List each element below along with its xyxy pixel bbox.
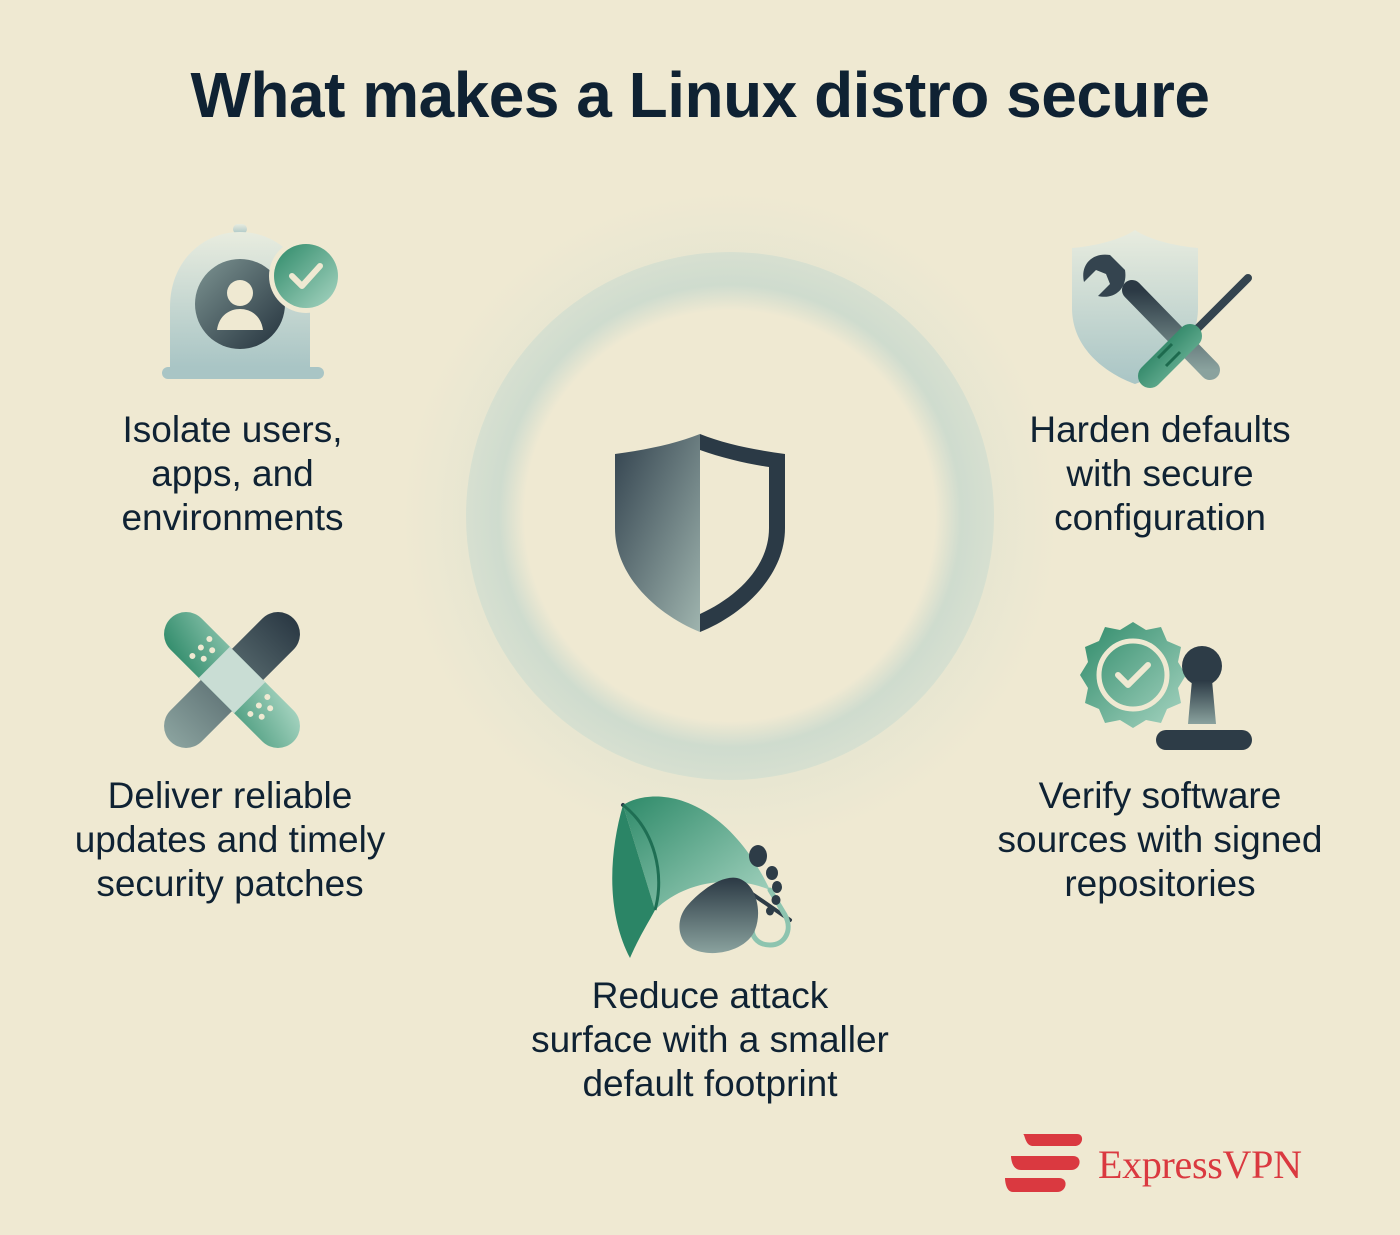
user-isolation-dome-icon (162, 224, 343, 379)
bandage-icon (164, 612, 300, 748)
umbrella-footprint-icon (612, 796, 792, 958)
shield-icon (615, 434, 785, 632)
expressvpn-logo (1005, 1134, 1083, 1192)
page-title: What makes a Linux distro secure (190, 59, 1211, 131)
expressvpn-wordmark: ExpressVPN (1098, 1142, 1302, 1187)
seal-stamp-icon (1080, 622, 1252, 750)
wrench-screwdriver-shield-icon (1072, 230, 1252, 388)
